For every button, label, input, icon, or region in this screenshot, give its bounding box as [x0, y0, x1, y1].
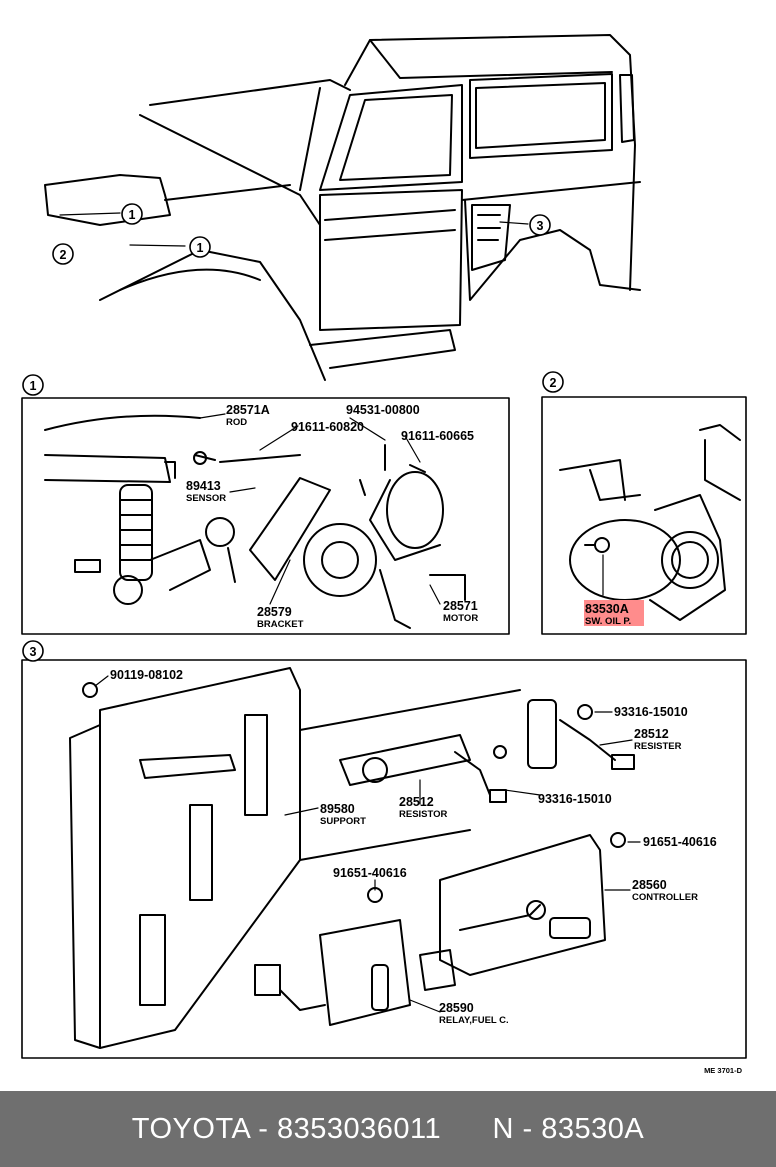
resister-number: 28512	[634, 727, 669, 741]
footer-part-number: TOYOTA - 8353036011 N - 83530A	[131, 1112, 645, 1145]
footer-bar: TOYOTA - 8353036011 N - 83530A	[0, 1091, 776, 1167]
callout-1-section: 1	[22, 374, 44, 396]
callout-3a-label: 3	[537, 219, 544, 233]
leader-lines	[59, 212, 641, 1013]
support-name: SUPPORT	[320, 816, 366, 827]
bolt-93316-15010-top: 93316-15010	[614, 705, 688, 719]
support-number: 89580	[320, 802, 355, 816]
motor-number: 28571	[443, 599, 478, 613]
resistor-number: 28512	[399, 795, 434, 809]
rod-number: 28571A	[226, 403, 270, 417]
bolt-91651-40616-right: 91651-40616	[643, 835, 717, 849]
relay-name: RELAY,FUEL C.	[439, 1015, 509, 1026]
controller-name: CONTROLLER	[632, 892, 698, 903]
callout-1b: 1	[189, 236, 211, 258]
section-2-drawing	[559, 424, 741, 621]
bolt-91611-60820: 91611-60820	[291, 420, 364, 434]
section-3-frame	[21, 659, 747, 1059]
callout-3-section: 3	[22, 640, 44, 662]
bolt-91651-40616-center: 91651-40616	[333, 866, 407, 880]
section-1-labels: 28571A ROD 94531-00800 91611-60820 91611…	[186, 403, 478, 630]
section-3-drawing	[69, 667, 635, 1049]
callout-2a-label: 2	[60, 248, 67, 262]
callout-2-section: 2	[542, 371, 564, 393]
bolt-90119-08102: 90119-08102	[110, 668, 183, 682]
highlighted-part-box	[584, 600, 644, 626]
callout-3a: 3	[529, 214, 551, 236]
oil-pressure-switch-number: 83530A	[585, 602, 629, 616]
controller-number: 28560	[632, 878, 667, 892]
relay-number: 28590	[439, 1001, 474, 1015]
sensor-number: 89413	[186, 479, 221, 493]
callout-1a: 1	[121, 203, 143, 225]
sensor-name: SENSOR	[186, 493, 226, 504]
oil-pressure-switch-name: SW. OIL P.	[585, 616, 631, 627]
callout-1b-label: 1	[197, 241, 204, 255]
bolt-94531-00800: 94531-00800	[346, 403, 420, 417]
resistor-name: RESISTOR	[399, 809, 448, 820]
section-1-drawing	[44, 414, 466, 629]
rod-name: ROD	[226, 417, 247, 428]
diagram-code: ME 3701-D	[704, 1066, 743, 1075]
callout-2a: 2	[52, 243, 74, 265]
section-2-labels: 83530A SW. OIL P.	[585, 602, 631, 627]
parts-diagram: 1 2 1 3 1 2 3 28571A ROD 94531-00800 916…	[21, 34, 747, 1075]
bracket-number: 28579	[257, 605, 292, 619]
callout-2-section-label: 2	[550, 376, 557, 390]
bracket-name: BRACKET	[257, 619, 304, 630]
motor-name: MOTOR	[443, 613, 478, 624]
callout-3-section-label: 3	[30, 645, 37, 659]
section-3-labels: 90119-08102 93316-15010 28512 RESISTER 9…	[110, 668, 717, 1026]
callout-1-section-label: 1	[30, 379, 37, 393]
callout-1a-label: 1	[129, 208, 136, 222]
bolt-93316-15010-bottom: 93316-15010	[538, 792, 612, 806]
section-1-frame	[21, 397, 510, 635]
resister-name: RESISTER	[634, 741, 682, 752]
section-2-frame	[541, 396, 747, 635]
bolt-91611-60665: 91611-60665	[401, 429, 474, 443]
vehicle-overview-drawing	[44, 34, 641, 381]
